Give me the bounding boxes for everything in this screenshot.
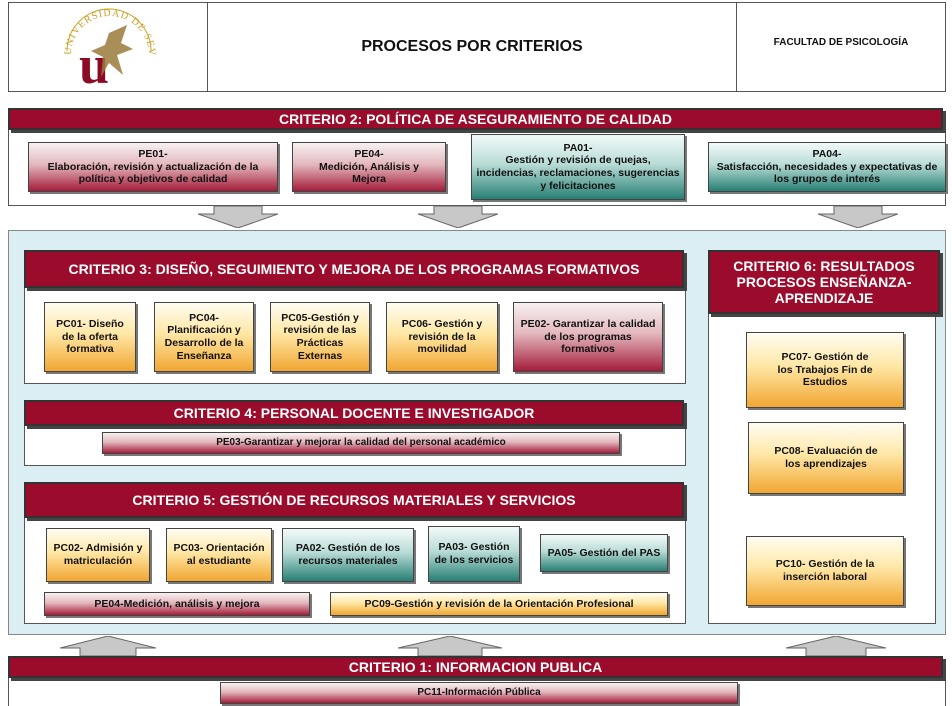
- criterio3-banner: CRITERIO 3: DISEÑO, SEGUIMIENTO Y MEJORA…: [24, 250, 684, 288]
- process-pc08[interactable]: PC08- Evaluación de los aprendizajes: [748, 422, 904, 494]
- process-pa05[interactable]: PA05- Gestión del PAS: [540, 534, 668, 572]
- process-pc06[interactable]: PC06- Gestión y revisión de la movilidad: [386, 302, 498, 372]
- arrow-up-right: [786, 636, 886, 656]
- process-pc03[interactable]: PC03- Orientación al estudiante: [166, 528, 272, 582]
- header-logo-cell: UNIVERSIDAD DE SEVILLA u: [5, 0, 208, 95]
- criterio2-banner: CRITERIO 2: POLÍTICA DE ASEGURAMIENTO DE…: [8, 108, 943, 130]
- criterio6-banner: CRITERIO 6: RESULTADOS PROCESOS ENSEÑANZ…: [708, 250, 940, 314]
- criterio4-banner: CRITERIO 4: PERSONAL DOCENTE E INVESTIGA…: [24, 400, 684, 426]
- arrow-down-left: [198, 206, 278, 228]
- process-pe03[interactable]: PE03-Garantizar y mejorar la calidad del…: [102, 432, 620, 454]
- header-faculty-cell: FACULTAD DE PSICOLOGÍA: [736, 2, 946, 92]
- criterio5-banner: CRITERIO 5: GESTIÓN DE RECURSOS MATERIAL…: [24, 482, 684, 518]
- arrow-up-center: [398, 636, 502, 656]
- process-pc11[interactable]: PC11-Información Pública: [220, 682, 738, 704]
- process-pe04-c5[interactable]: PE04-Medición, análisis y mejora: [44, 592, 310, 616]
- process-pc09[interactable]: PC09-Gestión y revisión de la Orientació…: [330, 592, 668, 616]
- header-title-cell: PROCESOS POR CRITERIOS: [207, 2, 737, 92]
- criterio1-banner: CRITERIO 1: INFORMACION PUBLICA: [8, 656, 943, 678]
- arrow-down-center: [418, 206, 498, 228]
- process-pc02[interactable]: PC02- Admisión y matriculación: [46, 528, 150, 582]
- process-pa04[interactable]: PA04-Satisfacción, necesidades y expecta…: [708, 142, 946, 192]
- process-pa02[interactable]: PA02- Gestión de los recursos materiales: [282, 528, 414, 582]
- university-seal-logo: UNIVERSIDAD DE SEVILLA u: [5, 0, 156, 95]
- arrow-up-left: [60, 636, 156, 656]
- process-pc07[interactable]: PC07- Gestión de los Trabajos Fin de Est…: [746, 332, 904, 408]
- page-title: PROCESOS POR CRITERIOS: [361, 38, 583, 55]
- process-pc05[interactable]: PC05-Gestión y revisión de las Prácticas…: [270, 302, 370, 372]
- process-pe02[interactable]: PE02- Garantizar la calidad de los progr…: [513, 302, 663, 372]
- process-pa01[interactable]: PA01-Gestión y revisión de quejas, incid…: [471, 134, 685, 200]
- process-pc01[interactable]: PC01- Diseño de la oferta formativa: [44, 302, 136, 372]
- process-pe04[interactable]: PE04-Medición, Análisis y Mejora: [292, 142, 446, 192]
- arrow-down-right: [818, 206, 898, 228]
- criterio1-panel: [8, 668, 946, 706]
- process-pc10[interactable]: PC10- Gestión de la inserción laboral: [746, 536, 904, 606]
- faculty-label: FACULTAD DE PSICOLOGÍA: [773, 37, 909, 48]
- process-pe01[interactable]: PE01-Elaboración, revisión y actualizaci…: [28, 142, 278, 192]
- process-pa03[interactable]: PA03- Gestión de los servicios: [428, 526, 520, 582]
- process-pc04[interactable]: PC04- Planificación y Desarrollo de la E…: [154, 302, 254, 372]
